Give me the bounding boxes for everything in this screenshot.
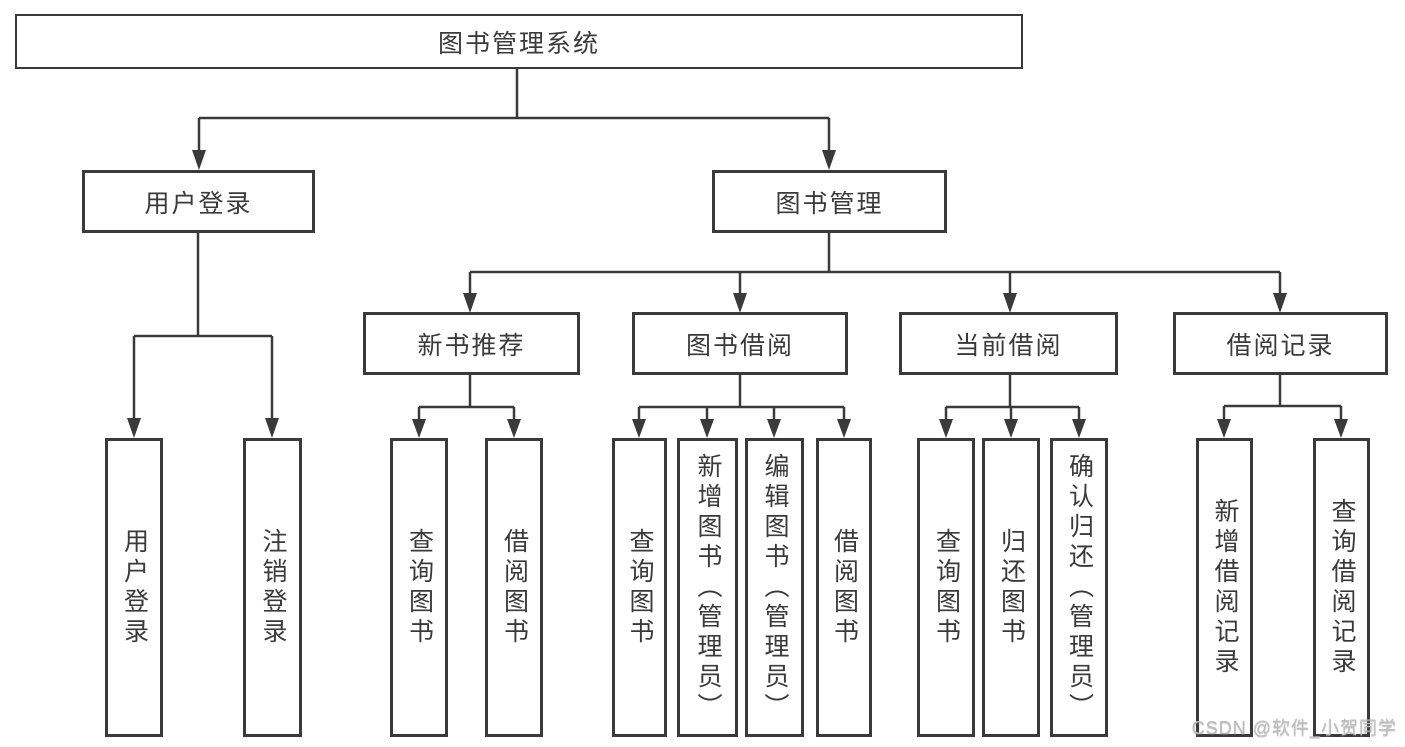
watermark: CSDN @软件_小贺同学 <box>1191 718 1397 738</box>
arrowheads <box>127 150 1348 438</box>
node-user-login: 用户登录 <box>82 170 315 233</box>
leaf-recommend-borrow-book: 借阅图书 <box>485 438 543 737</box>
leaf-label: 确认归还（管理员） <box>1065 452 1094 723</box>
leaf-borrow-query-book: 查询图书 <box>612 438 667 737</box>
connector-group <box>132 69 1343 421</box>
leaf-label: 查询图书 <box>405 527 434 648</box>
leaf-query-borrow-record: 查询借阅记录 <box>1313 438 1370 737</box>
leaf-label: 借阅图书 <box>830 527 859 648</box>
leaf-label: 归还图书 <box>997 527 1026 648</box>
node-book-management: 图书管理 <box>712 170 947 233</box>
leaf-label: 新增图书（管理员） <box>694 452 722 723</box>
node-new-book-recommend: 新书推荐 <box>363 312 580 375</box>
leaf-label: 借阅图书 <box>500 527 529 648</box>
leaf-user-login: 用户登录 <box>105 438 163 737</box>
leaf-return-book: 归还图书 <box>982 438 1040 737</box>
leaf-recommend-query-book: 查询图书 <box>390 438 448 737</box>
node-current-borrow: 当前借阅 <box>899 312 1118 375</box>
node-root: 图书管理系统 <box>15 14 1023 69</box>
leaf-label: 查询图书 <box>932 527 961 648</box>
leaf-borrow-book: 借阅图书 <box>816 438 872 737</box>
node-borrow-records: 借阅记录 <box>1173 312 1388 375</box>
leaf-label: 编辑图书（管理员） <box>761 452 789 723</box>
leaf-label: 用户登录 <box>120 527 149 648</box>
leaf-label: 注销登录 <box>259 527 287 648</box>
leaf-add-borrow-record: 新增借阅记录 <box>1196 438 1253 737</box>
leaf-label: 新增借阅记录 <box>1211 497 1239 678</box>
leaf-label: 查询借阅记录 <box>1328 497 1356 678</box>
leaf-current-query-book: 查询图书 <box>917 438 975 737</box>
node-book-borrow: 图书借阅 <box>632 312 848 375</box>
leaf-edit-book-admin: 编辑图书（管理员） <box>745 438 804 737</box>
leaf-label: 查询图书 <box>626 527 654 648</box>
leaf-confirm-return-admin: 确认归还（管理员） <box>1050 438 1108 737</box>
leaf-logout: 注销登录 <box>243 438 302 737</box>
leaf-add-book-admin: 新增图书（管理员） <box>677 438 738 737</box>
